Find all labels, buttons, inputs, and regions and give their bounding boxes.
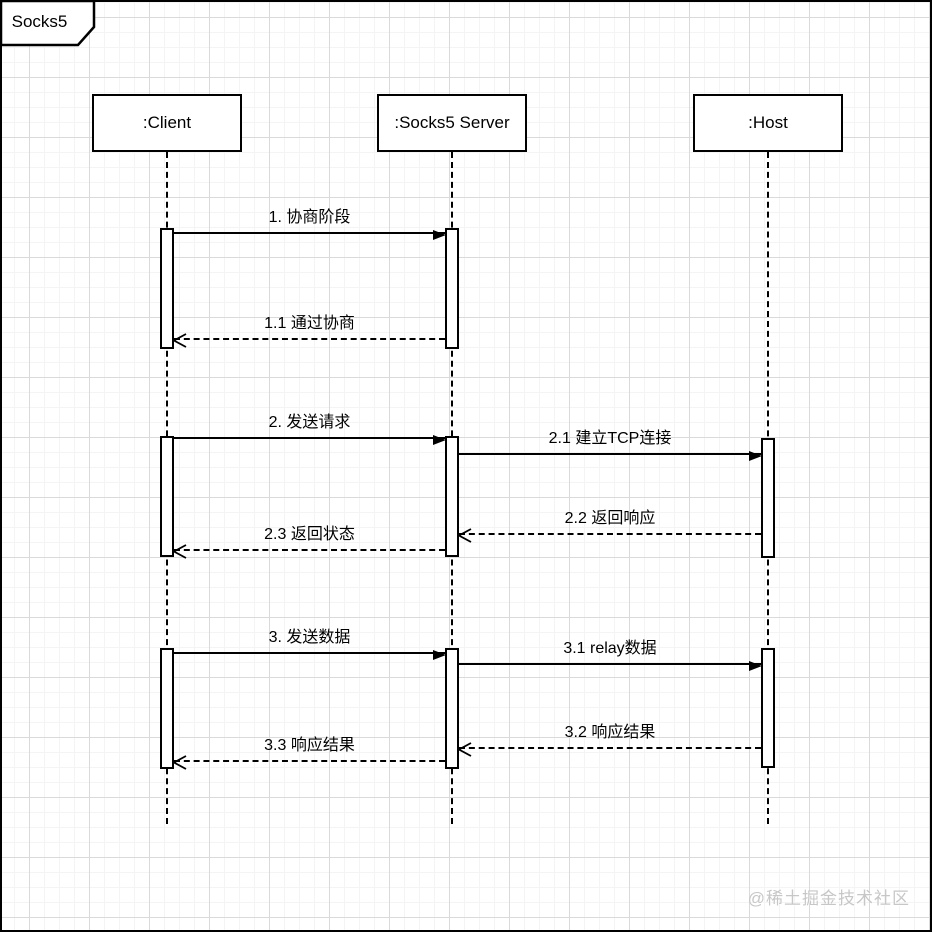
message-label: 3.1 relay数据 bbox=[563, 640, 657, 657]
message-label: 1. 协商阶段 bbox=[268, 209, 351, 226]
arrowhead-filled-right-icon bbox=[749, 661, 762, 671]
message-label: 1.1 通过协商 bbox=[264, 315, 355, 332]
message-label: 2.3 返回状态 bbox=[264, 526, 355, 543]
message-label: 2.1 建立TCP连接 bbox=[548, 430, 672, 447]
arrowhead-filled-right-icon bbox=[433, 650, 446, 660]
message-2-2-return-response: 2.2 返回响应 bbox=[458, 509, 761, 543]
activation-bar-host-3 bbox=[761, 648, 775, 768]
message-2-send-request: 2. 发送请求 bbox=[174, 413, 446, 445]
message-3-2-response-result: 3.2 响应结果 bbox=[458, 723, 761, 757]
activation-bar-server-1 bbox=[445, 228, 459, 349]
message-2-1-establish-tcp: 2.1 建立TCP连接 bbox=[459, 429, 762, 461]
arrowhead-filled-right-icon bbox=[433, 435, 446, 445]
frame-tab: Socks5 bbox=[2, 2, 98, 48]
arrowhead-open-left-icon bbox=[173, 333, 187, 348]
message-line bbox=[174, 650, 446, 660]
actor-box-client: :Client bbox=[92, 94, 242, 152]
message-label: 2. 发送请求 bbox=[268, 414, 351, 431]
message-label: 3.3 响应结果 bbox=[264, 737, 355, 754]
message-line bbox=[173, 544, 445, 559]
arrowhead-open-left-icon bbox=[173, 544, 187, 559]
message-line bbox=[459, 661, 762, 671]
arrowhead-filled-right-icon bbox=[433, 230, 446, 240]
frame-tab-shape bbox=[2, 2, 95, 46]
message-label: 2.2 返回响应 bbox=[564, 510, 656, 527]
arrowhead-open-left-icon bbox=[458, 528, 472, 543]
message-label: 3.2 响应结果 bbox=[564, 724, 656, 741]
arrowhead-filled-right-icon bbox=[749, 451, 762, 461]
actor-label-host: :Host bbox=[748, 113, 788, 132]
message-label: 3. 发送数据 bbox=[268, 629, 351, 646]
message-3-1-relay-data: 3.1 relay数据 bbox=[459, 639, 762, 671]
actor-box-socks5-server: :Socks5 Server bbox=[377, 94, 527, 152]
activation-bar-client-3 bbox=[160, 648, 174, 769]
message-line bbox=[174, 230, 446, 240]
message-1-negotiation: 1. 协商阶段 bbox=[174, 208, 446, 240]
message-line bbox=[459, 451, 762, 461]
activation-bar-client-2 bbox=[160, 436, 174, 557]
arrowhead-open-left-icon bbox=[173, 755, 187, 770]
message-line bbox=[173, 333, 445, 348]
activation-bar-host-2 bbox=[761, 438, 775, 558]
actor-label-socks5-server: :Socks5 Server bbox=[394, 113, 510, 132]
message-3-3-response-result: 3.3 响应结果 bbox=[173, 736, 445, 770]
message-line bbox=[174, 435, 446, 445]
watermark: @稀土掘金技术社区 bbox=[747, 889, 910, 908]
message-1-1-negotiation-passed: 1.1 通过协商 bbox=[173, 314, 445, 348]
activation-bar-server-2 bbox=[445, 436, 459, 557]
activation-bar-client-1 bbox=[160, 228, 174, 349]
actor-box-host: :Host bbox=[693, 94, 843, 152]
arrowhead-open-left-icon bbox=[458, 742, 472, 757]
message-line bbox=[458, 742, 761, 757]
message-2-3-return-status: 2.3 返回状态 bbox=[173, 525, 445, 559]
message-3-send-data: 3. 发送数据 bbox=[174, 628, 446, 660]
activation-bar-server-3 bbox=[445, 648, 459, 769]
actor-label-client: :Client bbox=[142, 113, 192, 132]
frame-title: Socks5 bbox=[11, 11, 68, 31]
message-line bbox=[173, 755, 445, 770]
message-line bbox=[458, 528, 761, 543]
